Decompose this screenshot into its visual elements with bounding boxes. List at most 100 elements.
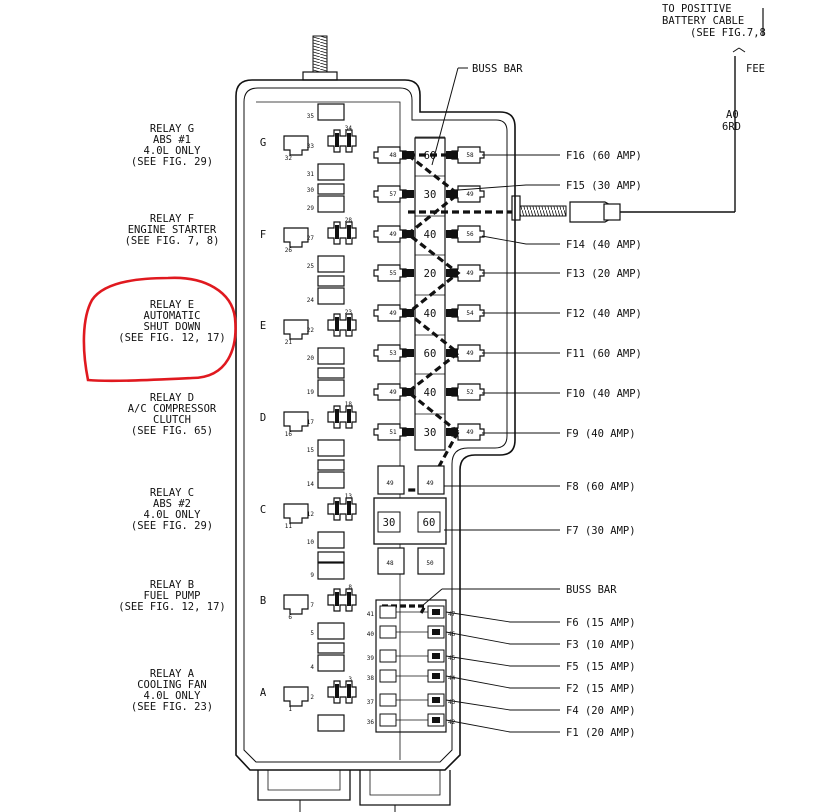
- f8-cell: [417, 511, 441, 533]
- cavity-number: 41: [367, 611, 375, 618]
- battery-label-line-3: (SEE FIG.7,8: [690, 27, 766, 39]
- top-stud: [302, 35, 338, 81]
- fuse-rating: 40: [424, 387, 437, 399]
- cavity-number: 2: [310, 694, 314, 701]
- relay-slot-letter: G: [260, 137, 266, 149]
- cavity-number: 27: [307, 235, 315, 242]
- cavity-number: 28: [345, 217, 353, 224]
- fuse-label-text: F3 (10 AMP): [566, 639, 636, 651]
- relay-label-line: 4.0L ONLY: [144, 145, 202, 157]
- buss-bar-bottom-label: BUSS BAR: [566, 584, 617, 596]
- cavity-number: 22: [307, 327, 315, 334]
- mini-fuse-row: 38 44: [367, 669, 456, 683]
- relay-label-line: (SEE FIG. 7, 8): [125, 235, 220, 247]
- fuse-label-f7: F7 (30 AMP): [444, 525, 636, 537]
- terminal-number: 51: [389, 429, 397, 436]
- relay-label-line: ABS #1: [153, 134, 191, 146]
- fuse-rating: 40: [424, 308, 437, 320]
- relay-label-line: (SEE FIG. 29): [131, 520, 213, 532]
- cavity-number: 42: [448, 719, 456, 726]
- fuse-rating: 30: [424, 189, 437, 201]
- cavity-number: 11: [285, 523, 293, 530]
- relay-slot-letter: E: [260, 320, 266, 332]
- cavity-number: 46: [448, 631, 456, 638]
- cavity-number: 34: [345, 125, 353, 132]
- fuse-label-text: F14 (40 AMP): [566, 239, 642, 251]
- cavity-number: 31: [307, 171, 315, 178]
- cavity-number: 21: [285, 339, 293, 346]
- cavity-number: 47: [448, 611, 456, 618]
- relay-slot-letter: A: [260, 687, 267, 699]
- fuse-label-f12: F12 (40 AMP): [482, 308, 642, 320]
- relay-label-line: A/C COMPRESSOR: [128, 403, 217, 415]
- cavity-number: 5: [310, 630, 314, 637]
- fuse-label-text: F6 (15 AMP): [566, 617, 636, 629]
- terminal-number: 49: [389, 389, 397, 396]
- fuse-label-f13: F13 (20 AMP): [482, 268, 642, 280]
- fuse-label-f16: F16 (60 AMP): [482, 150, 642, 162]
- cavity-number: 1: [288, 706, 292, 713]
- fuse-label-f10: F10 (40 AMP): [482, 388, 642, 400]
- fuse-label-text: F16 (60 AMP): [566, 150, 642, 162]
- fuse-label-text: F9 (40 AMP): [566, 428, 636, 440]
- cavity-number: 38: [367, 675, 375, 682]
- relay-label-line: (SEE FIG. 65): [131, 425, 213, 437]
- cavity-number: 44: [448, 675, 456, 682]
- wire-color: 6RD: [722, 121, 741, 133]
- fuse-label-f9: F9 (40 AMP): [482, 428, 636, 440]
- terminal-number: 49: [466, 429, 474, 436]
- relay-slot-letter: C: [260, 504, 266, 516]
- relay-label-line: AUTOMATIC: [144, 310, 201, 322]
- buss-bar-bottom: BUSS BAR: [421, 584, 617, 607]
- cavity-number: 40: [367, 631, 375, 638]
- f7-left-clip: [377, 547, 405, 575]
- cavity-number: 14: [307, 481, 315, 488]
- terminal-number: 49: [386, 480, 394, 487]
- cavity-number: 8: [348, 584, 352, 591]
- terminal-number: 48: [389, 152, 397, 159]
- fuse-rating: 60: [424, 348, 437, 360]
- fuse-label-text: F13 (20 AMP): [566, 268, 642, 280]
- terminal-number: 53: [389, 350, 397, 357]
- fuse-label-text: F7 (30 AMP): [566, 525, 636, 537]
- fuse-label-f2: F2 (15 AMP): [445, 675, 636, 695]
- cavity-number: 4: [310, 664, 314, 671]
- highlight-circle: [82, 276, 237, 383]
- mini-fuse-block: [375, 599, 447, 733]
- relay-label-line: RELAY B: [150, 579, 194, 591]
- cavity-number: 20: [307, 355, 315, 362]
- relay-slot-letter: B: [260, 595, 266, 607]
- terminal-number: 54: [466, 310, 474, 317]
- fuse-label-text: F5 (15 AMP): [566, 661, 636, 673]
- terminal-number: 49: [426, 480, 434, 487]
- fuse-label-text: F1 (20 AMP): [566, 727, 636, 739]
- cavity-number: 45: [448, 655, 456, 662]
- relay-label-line: CLUTCH: [153, 414, 191, 426]
- relay-label-line: RELAY F: [150, 213, 194, 225]
- red-circle-annotation: [82, 276, 237, 383]
- relay-label-line: ABS #2: [153, 498, 191, 510]
- fuse-label-f8: F8 (60 AMP): [444, 481, 636, 493]
- relay-label-line: COOLING FAN: [137, 679, 207, 691]
- cavity-number: 30: [307, 187, 315, 194]
- cavity-number: 23: [345, 309, 353, 316]
- relay-label-line: (SEE FIG. 29): [131, 156, 213, 168]
- fuse-label-f14: F14 (40 AMP): [481, 235, 642, 251]
- relay-slot-letter: D: [260, 412, 266, 424]
